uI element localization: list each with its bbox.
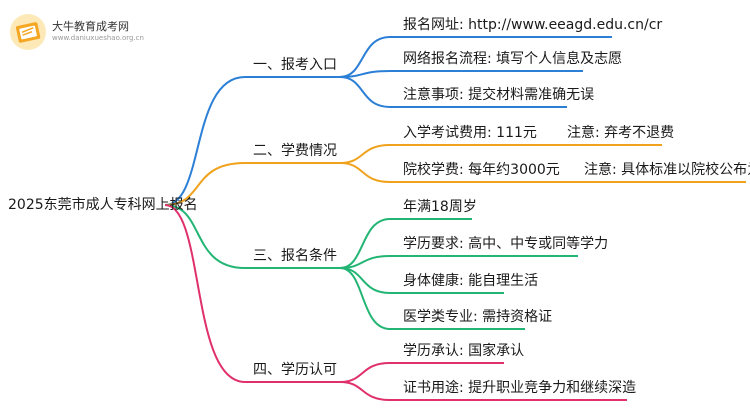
note-2-1: 注意: 弃考不退费 [567, 125, 675, 141]
leaf-1-3: 注意事项: 提交材料需准确无误 [403, 87, 595, 103]
connector-branch-4 [164, 204, 340, 383]
leaf-3-1: 年满18周岁 [403, 199, 477, 215]
branch-4-label: 四、学历认可 [253, 362, 337, 378]
branch-1-label: 一、报考入口 [253, 57, 337, 73]
leaf-1-1: 报名网址: http://www.eeagd.edu.cn/cr [403, 17, 663, 33]
connector-leaf-3-2 [339, 255, 578, 269]
connector-leaf-3-1 [339, 218, 472, 269]
leaf-4-1: 学历承认: 国家承认 [403, 343, 525, 359]
logo-subtitle: www.daniuxueshao.org.cn [52, 34, 144, 43]
leaf-4-2: 证书用途: 提升职业竞争力和继续深造 [403, 380, 637, 396]
connector-branch-1 [164, 76, 340, 206]
leaf-3-2: 学历要求: 高中、中专或同等学力 [403, 236, 609, 252]
branch-2-label: 二、学费情况 [253, 143, 337, 159]
connector-branch-3 [164, 204, 340, 269]
connector-leaf-3-4 [339, 267, 525, 330]
connector-leaf-3-3 [339, 267, 504, 294]
leaf-2-1: 入学考试费用: 111元 [403, 125, 537, 141]
connector-leaf-2-2 [339, 162, 746, 183]
root-node: 2025东莞市成人专科网上报名 [8, 197, 198, 213]
connector-leaf-1-2 [339, 70, 583, 78]
logo-emblem-icon [8, 12, 48, 52]
leaf-2-2: 院校学费: 每年约3000元 [403, 162, 560, 178]
leaf-1-2: 网络报名流程: 填写个人信息及志愿 [403, 51, 623, 67]
leaf-3-3: 身体健康: 能自理生活 [403, 273, 539, 289]
connector-leaf-1-1 [339, 36, 612, 78]
connector-leaf-4-2 [339, 381, 627, 401]
connector-leaf-2-1 [339, 144, 662, 164]
connector-leaf-1-3 [339, 76, 567, 108]
site-logo: 大牛教育成考网 www.daniuxueshao.org.cn [8, 12, 144, 52]
note-2-2: 注意: 具体标准以院校公布为准 [584, 162, 750, 178]
connector-branch-2 [164, 162, 340, 206]
connector-leaf-4-1 [339, 362, 504, 383]
logo-title: 大牛教育成考网 [52, 20, 129, 34]
branch-3-label: 三、报名条件 [253, 248, 337, 264]
leaf-3-4: 医学类专业: 需持资格证 [403, 309, 553, 325]
